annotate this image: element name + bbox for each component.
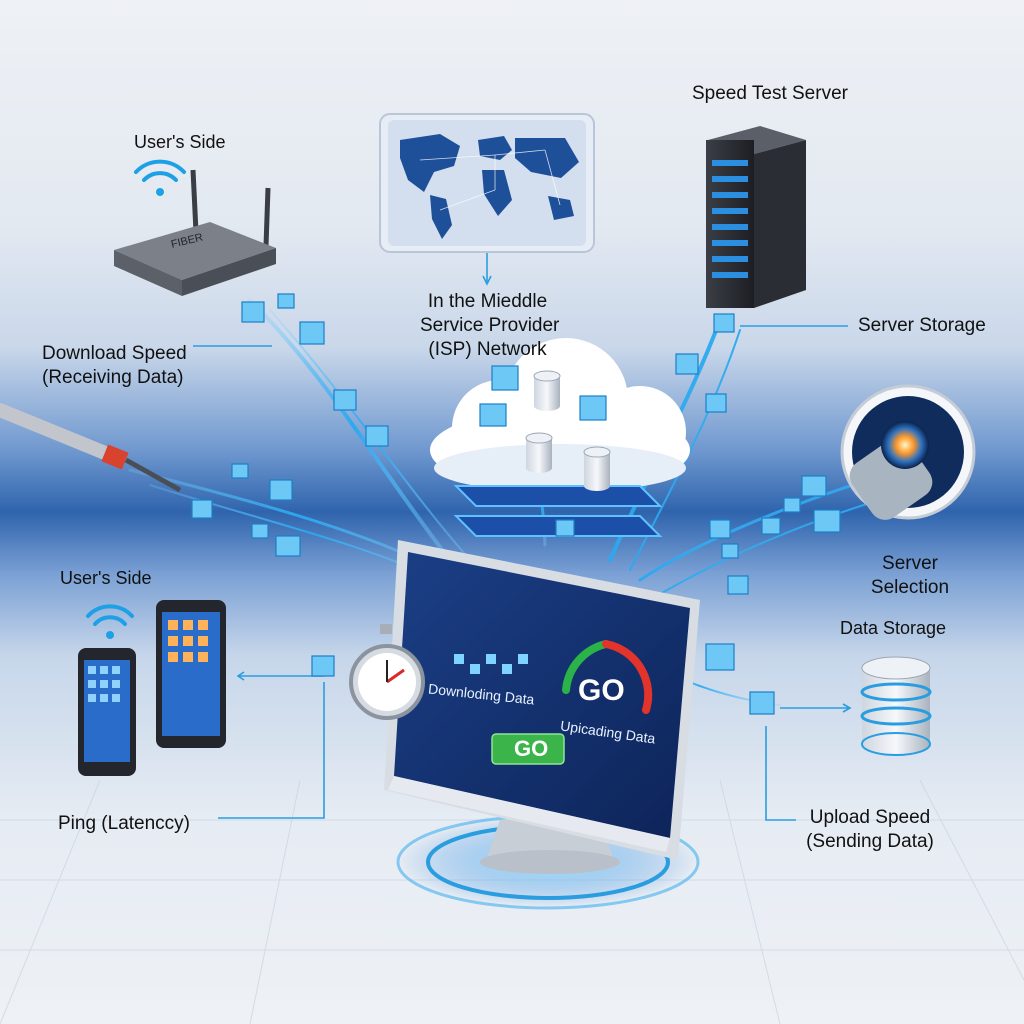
monitor <box>384 540 700 874</box>
router: FIBER <box>114 169 276 296</box>
isp-cloud <box>430 338 690 492</box>
users-side-top-label: User's Side <box>134 132 226 152</box>
download-data-blocks <box>454 654 528 674</box>
isp-network-line3: (ISP) Network <box>428 339 547 360</box>
stopwatch-icon <box>349 624 425 720</box>
wifi-icon <box>134 159 186 196</box>
users-side-bottom-label: User's Side <box>60 568 152 588</box>
download-speed-line1: Download Speed <box>42 343 187 364</box>
speed-test-server-rack <box>706 126 806 308</box>
data-storage-database-icon <box>860 656 932 756</box>
server-selection-line2: Selection <box>870 577 950 598</box>
download-speed-label: Download Speed (Receiving Data) <box>42 342 187 390</box>
go-button-label[interactable]: GO <box>514 736 549 761</box>
ping-latency-label: Ping (Latenccy) <box>58 813 191 834</box>
isp-network-line1: In the Mieddle <box>427 291 548 312</box>
isp-network-label: In the Mieddle Service Provider (ISP) Ne… <box>420 290 560 362</box>
database-icon <box>533 370 561 411</box>
upload-speed-label: Upload Speed (Sending Data) <box>800 806 940 854</box>
server-selection-label: Server Selection <box>862 552 958 600</box>
world-map-panel <box>379 113 595 253</box>
smartphone-icon <box>78 648 136 776</box>
fiber-cable <box>0 403 182 493</box>
wifi-icon <box>86 604 134 639</box>
gauge-go-text: GO <box>578 674 625 707</box>
smartphone-icon <box>156 600 226 748</box>
isp-network-line2: Service Provider <box>420 315 560 336</box>
speed-gauge <box>562 640 653 714</box>
server-storage-label: Server Storage <box>858 315 986 336</box>
upload-speed-line2: (Sending Data) <box>806 831 934 852</box>
database-icon <box>525 432 553 473</box>
data-storage-label: Data Storage <box>840 618 947 638</box>
data-cubes <box>191 293 841 715</box>
server-selection-line1: Server <box>882 553 938 574</box>
connector-lines <box>193 252 852 821</box>
go-button[interactable] <box>491 733 565 765</box>
upload-speed-line1: Upload Speed <box>809 807 931 828</box>
download-speed-line2: (Receiving Data) <box>42 367 184 388</box>
database-icon <box>583 446 611 491</box>
fiber-optic-icon <box>840 384 976 520</box>
speed-test-server-label: Speed Test Server <box>692 83 848 104</box>
cloud-databases <box>525 370 611 491</box>
